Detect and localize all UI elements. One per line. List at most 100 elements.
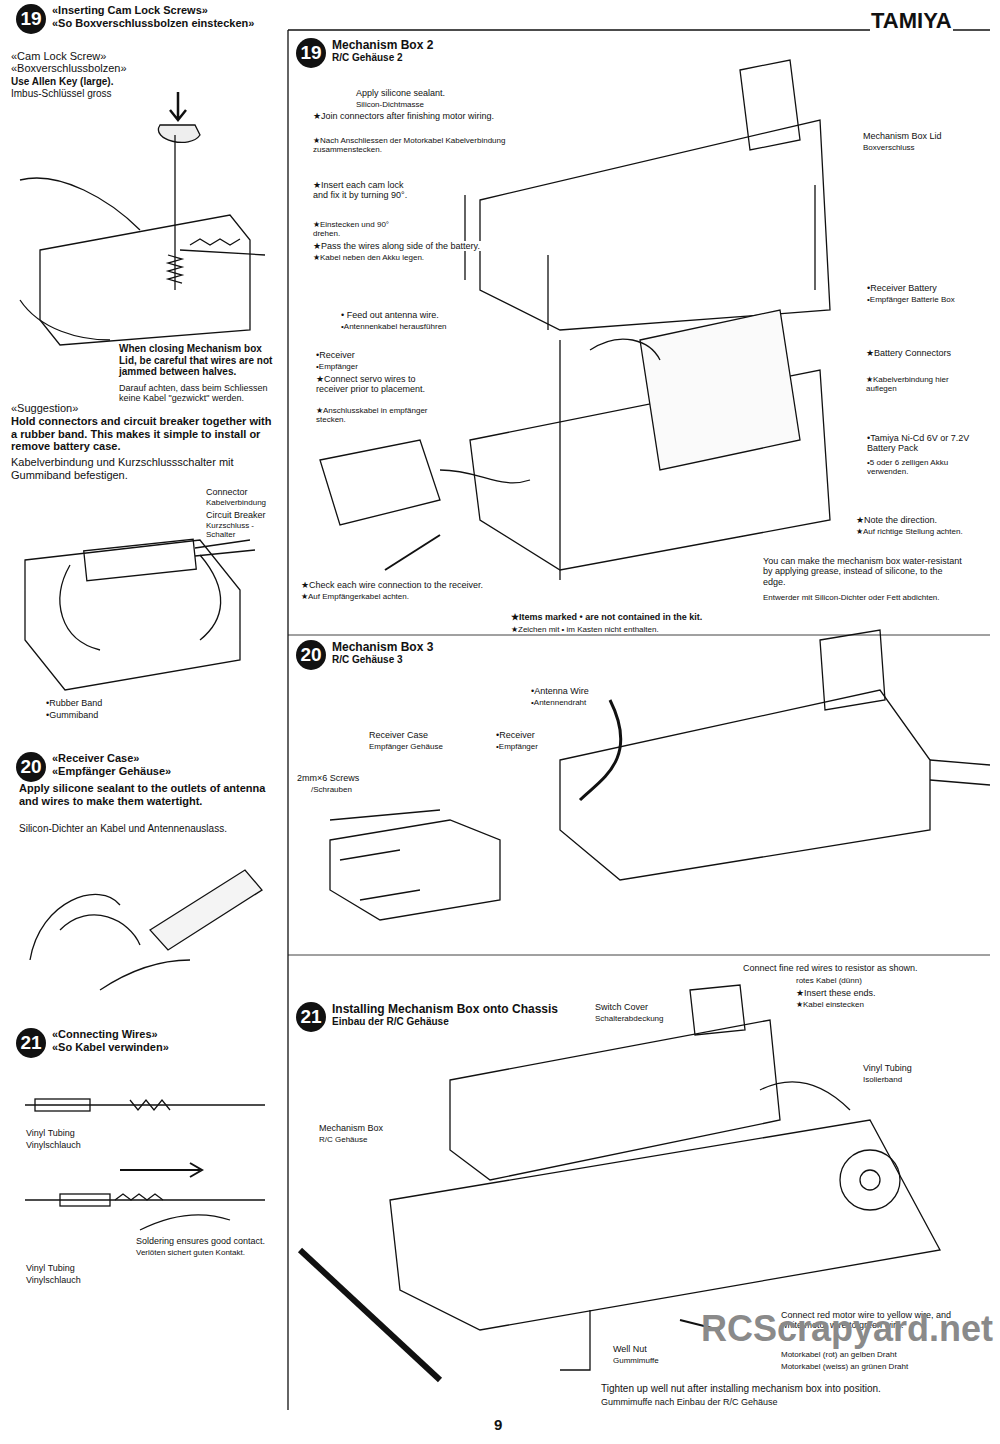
annotation: •Receiver Battery bbox=[866, 283, 938, 293]
annotation: •Gummiband bbox=[45, 710, 99, 720]
annotation: ★Einstecken und 90° drehen. bbox=[312, 220, 412, 238]
annotation: Hold connectors and circuit breaker toge… bbox=[10, 415, 274, 453]
step-number: 19 bbox=[16, 4, 46, 34]
annotation: Silicon-Dichtmasse bbox=[355, 100, 425, 109]
heading-text: «So Kabel verwinden» bbox=[52, 1041, 169, 1054]
annotation: Boxverschluss bbox=[862, 143, 916, 152]
heading-text: «Connecting Wires» bbox=[52, 1028, 169, 1041]
annotation: Vinyl Tubing bbox=[25, 1128, 76, 1138]
annotation: ★Kabel einstecken bbox=[795, 1000, 865, 1009]
annotation: Vinyl Tubing bbox=[862, 1063, 913, 1073]
annotation: 9 bbox=[493, 1416, 503, 1433]
step-heading: Installing Mechanism Box onto ChassisEin… bbox=[332, 1002, 558, 1028]
heading-text: Einbau der R/C Gehäuse bbox=[332, 1016, 558, 1028]
annotation: When closing Mechanism box Lid, be caref… bbox=[118, 343, 280, 378]
step-number: 20 bbox=[296, 640, 326, 670]
annotation: ★Insert these ends. bbox=[795, 988, 877, 998]
annotation: •Empfänger bbox=[315, 362, 359, 371]
annotation: Isolierband bbox=[862, 1075, 903, 1084]
annotation: Kabelverbindung bbox=[205, 498, 267, 507]
annotation: ★Nach Anschliessen der Motorkabel Kabelv… bbox=[312, 136, 524, 154]
annotation: Connect fine red wires to resistor as sh… bbox=[742, 963, 919, 973]
step-heading: «Receiver Case»«Empfänger Gehäuse» bbox=[52, 752, 171, 778]
annotation: 2mm×6 Screws bbox=[296, 773, 360, 783]
annotation: Receiver Case bbox=[368, 730, 429, 740]
heading-text: Mechanism Box 3 bbox=[332, 640, 433, 654]
annotation: ★Auf richtige Stellung achten. bbox=[855, 527, 964, 536]
annotation: Apply silicone sealant. bbox=[355, 88, 446, 98]
annotation: Soldering ensures good contact. bbox=[135, 1236, 266, 1246]
annotation: /Schrauben bbox=[310, 785, 353, 794]
annotation: ★Kabel neben den Akku legen. bbox=[312, 253, 425, 262]
annotation: Kabelverbindung und Kurzschlussschalter … bbox=[10, 456, 274, 481]
annotation: ★Join connectors after finishing motor w… bbox=[312, 111, 495, 121]
annotation: ★Zeichen mit • im Kasten nicht enthalten… bbox=[510, 625, 660, 634]
heading-text: «So Boxverschlussbolzen einstecken» bbox=[52, 17, 254, 30]
annotation: ★Anschlusskabel in empfänger stecken. bbox=[315, 406, 442, 424]
step-number: 20 bbox=[16, 752, 46, 782]
annotation: Switch Cover bbox=[594, 1002, 649, 1012]
annotation: •5 oder 6 zelligen Akku verwenden. bbox=[866, 458, 988, 476]
annotation: • Feed out antenna wire. bbox=[340, 310, 440, 320]
step-callout: 20«Receiver Case»«Empfänger Gehäuse» bbox=[16, 752, 171, 782]
annotation: ★Kabelverbindung hier auflegen bbox=[865, 375, 977, 393]
watermark: RCScrapyard.net bbox=[700, 1308, 994, 1349]
step-heading: «Connecting Wires»«So Kabel verwinden» bbox=[52, 1028, 169, 1054]
annotation: Motorkabel (weiss) an grünen Draht bbox=[780, 1362, 909, 1371]
heading-text: Mechanism Box 2 bbox=[332, 38, 433, 52]
annotation: Schalterabdeckung bbox=[594, 1014, 665, 1023]
step-number: 19 bbox=[296, 38, 326, 68]
annotation: «Suggestion» bbox=[10, 402, 79, 415]
step-heading: Mechanism Box 3R/C Gehäuse 3 bbox=[332, 640, 433, 666]
annotation: Connector bbox=[205, 487, 249, 497]
annotation: •Receiver bbox=[315, 350, 356, 360]
step-callout: 19«Inserting Cam Lock Screws»«So Boxvers… bbox=[16, 4, 254, 34]
step-number: 21 bbox=[296, 1002, 326, 1032]
annotation: Gummimuffe bbox=[612, 1356, 660, 1365]
annotation: TAMIYA bbox=[870, 8, 953, 33]
annotation: ★Battery Connectors bbox=[865, 348, 952, 358]
step-heading: Mechanism Box 2R/C Gehäuse 2 bbox=[332, 38, 433, 64]
annotation: «Boxverschlussbolzen» bbox=[10, 62, 128, 75]
annotation: •Tamiya Ni-Cd 6V or 7.2V Battery Pack bbox=[866, 433, 993, 454]
annotation: Empfänger Gehäuse bbox=[368, 742, 444, 751]
heading-text: R/C Gehäuse 3 bbox=[332, 654, 433, 666]
annotation: Entwerder mit Silicon-Dichter oder Fett … bbox=[762, 593, 941, 602]
annotation: rotes Kabel (dünn) bbox=[795, 976, 863, 985]
annotation: ★Connect servo wires to receiver prior t… bbox=[315, 374, 442, 395]
step-number: 21 bbox=[16, 1028, 46, 1058]
annotation: •Empfänger bbox=[495, 742, 539, 751]
annotation: Well Nut bbox=[612, 1344, 648, 1354]
step-callout: 19Mechanism Box 2R/C Gehäuse 2 bbox=[296, 38, 433, 68]
heading-text: R/C Gehäuse 2 bbox=[332, 52, 433, 64]
annotation: Mechanism Box bbox=[318, 1123, 384, 1133]
annotation: Vinylschlauch bbox=[25, 1140, 82, 1150]
annotation: Motorkabel (rot) an gelben Draht bbox=[780, 1350, 898, 1359]
annotation: •Empfänger Batterie Box bbox=[866, 295, 956, 304]
annotation: ★Auf Empfängerkabel achten. bbox=[300, 592, 410, 601]
annotation: Apply silicone sealant to the outlets of… bbox=[18, 782, 275, 807]
annotation: Vinylschlauch bbox=[25, 1275, 82, 1285]
annotation: «Cam Lock Screw» bbox=[10, 50, 107, 63]
annotation: Darauf achten, dass beim Schliessen kein… bbox=[118, 383, 280, 404]
step-callout: 20Mechanism Box 3R/C Gehäuse 3 bbox=[296, 640, 433, 670]
annotation: ★Insert each cam lock and fix it by turn… bbox=[312, 180, 412, 201]
annotation: ★Note the direction. bbox=[855, 515, 938, 525]
annotation: R/C Gehäuse bbox=[318, 1135, 368, 1144]
annotation: ★Check each wire connection to the recei… bbox=[300, 580, 484, 590]
annotation: ★Items marked • are not contained in the… bbox=[510, 612, 703, 622]
annotation: •Antennendraht bbox=[530, 698, 587, 707]
step-heading: «Inserting Cam Lock Screws»«So Boxversch… bbox=[52, 4, 254, 30]
annotation: •Rubber Band bbox=[45, 698, 103, 708]
annotation: Imbus-Schlüssel gross bbox=[10, 88, 113, 100]
annotation: Silicon-Dichter an Kabel und Antennenaus… bbox=[18, 823, 228, 835]
heading-text: Installing Mechanism Box onto Chassis bbox=[332, 1002, 558, 1016]
step-callout: 21«Connecting Wires»«So Kabel verwinden» bbox=[16, 1028, 169, 1058]
heading-text: «Empfänger Gehäuse» bbox=[52, 765, 171, 778]
annotation: Mechanism Box Lid bbox=[862, 131, 943, 141]
annotation: Kurzschluss -Schalter bbox=[205, 521, 277, 539]
step-callout: 21Installing Mechanism Box onto ChassisE… bbox=[296, 1002, 558, 1032]
annotation: Circuit Breaker bbox=[205, 510, 267, 520]
annotation: ★Pass the wires along side of the batter… bbox=[312, 241, 481, 251]
